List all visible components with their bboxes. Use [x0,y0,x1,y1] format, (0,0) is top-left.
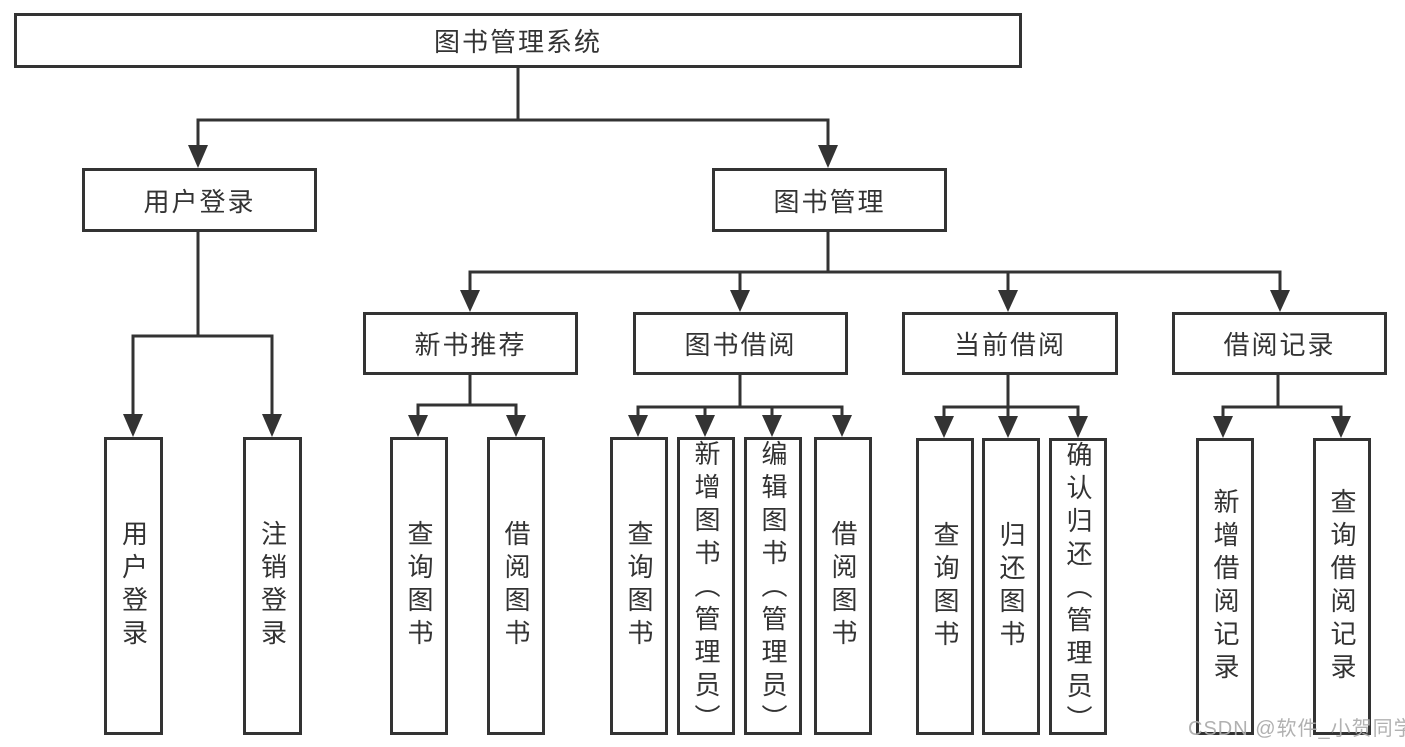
leaf-user-login-label: 用户登录 [118,520,149,652]
leaf-query-borrow-record-label: 查询借阅记录 [1327,487,1357,686]
connector-root-to-level2 [188,68,838,168]
csdn-watermark: CSDN @软件_小贺同学 [1188,718,1405,740]
leaf-recommend-query-books-label: 查询图书 [404,520,434,652]
leaf-confirm-return-admin-label: 确认归还（管理员） [1063,441,1093,738]
leaf-query-borrow-record: 查询借阅记录 [1313,438,1371,735]
leaf-logout-label: 注销登录 [257,520,288,652]
leaf-borrow-query-books-label: 查询图书 [624,520,654,652]
node-borrow-records: 借阅记录 [1172,312,1387,375]
leaf-add-borrow-record-label: 新增借阅记录 [1210,487,1240,686]
leaf-return-books-label: 归还图书 [996,520,1026,653]
leaf-recommend-borrow-books-label: 借阅图书 [501,520,531,652]
leaf-user-login: 用户登录 [104,437,163,735]
connector-recommend-to-leaves [408,375,526,437]
node-book-borrow: 图书借阅 [633,312,848,375]
node-root: 图书管理系统 [14,13,1022,68]
node-new-book-recommend-label: 新书推荐 [414,330,527,360]
connector-mgmt-to-level3 [460,232,1290,312]
node-book-management-label: 图书管理 [773,186,886,217]
leaf-return-books: 归还图书 [982,438,1040,735]
connector-records-to-leaves [1213,375,1351,438]
node-user-login-label: 用户登录 [143,186,256,217]
leaf-add-books-admin-label: 新增图书（管理员） [691,440,721,737]
node-root-label: 图书管理系统 [433,27,602,57]
leaf-logout: 注销登录 [243,437,302,735]
node-current-borrow-label: 当前借阅 [953,330,1066,360]
leaf-edit-books-admin-label: 编辑图书（管理员） [758,440,788,737]
leaf-recommend-borrow-books: 借阅图书 [487,437,545,735]
node-current-borrow: 当前借阅 [902,312,1118,375]
leaf-recommend-query-books: 查询图书 [390,437,448,735]
node-book-borrow-label: 图书借阅 [684,330,797,360]
leaf-edit-books-admin: 编辑图书（管理员） [744,437,802,737]
leaf-borrow-books-label: 借阅图书 [828,520,858,652]
node-borrow-records-label: 借阅记录 [1223,330,1336,360]
connector-current-to-leaves [934,375,1088,438]
leaf-borrow-query-books: 查询图书 [610,437,668,735]
leaf-confirm-return-admin: 确认归还（管理员） [1049,438,1107,738]
node-new-book-recommend: 新书推荐 [363,312,578,375]
node-user-login: 用户登录 [82,168,317,232]
leaf-current-query-books: 查询图书 [916,438,974,735]
connector-login-to-leaves [123,232,282,437]
leaf-current-query-books-label: 查询图书 [930,520,960,653]
connector-borrow-to-leaves [628,375,852,437]
leaf-add-borrow-record: 新增借阅记录 [1196,438,1254,735]
leaf-borrow-books: 借阅图书 [814,437,872,735]
leaf-add-books-admin: 新增图书（管理员） [677,437,735,737]
node-book-management: 图书管理 [712,168,947,232]
